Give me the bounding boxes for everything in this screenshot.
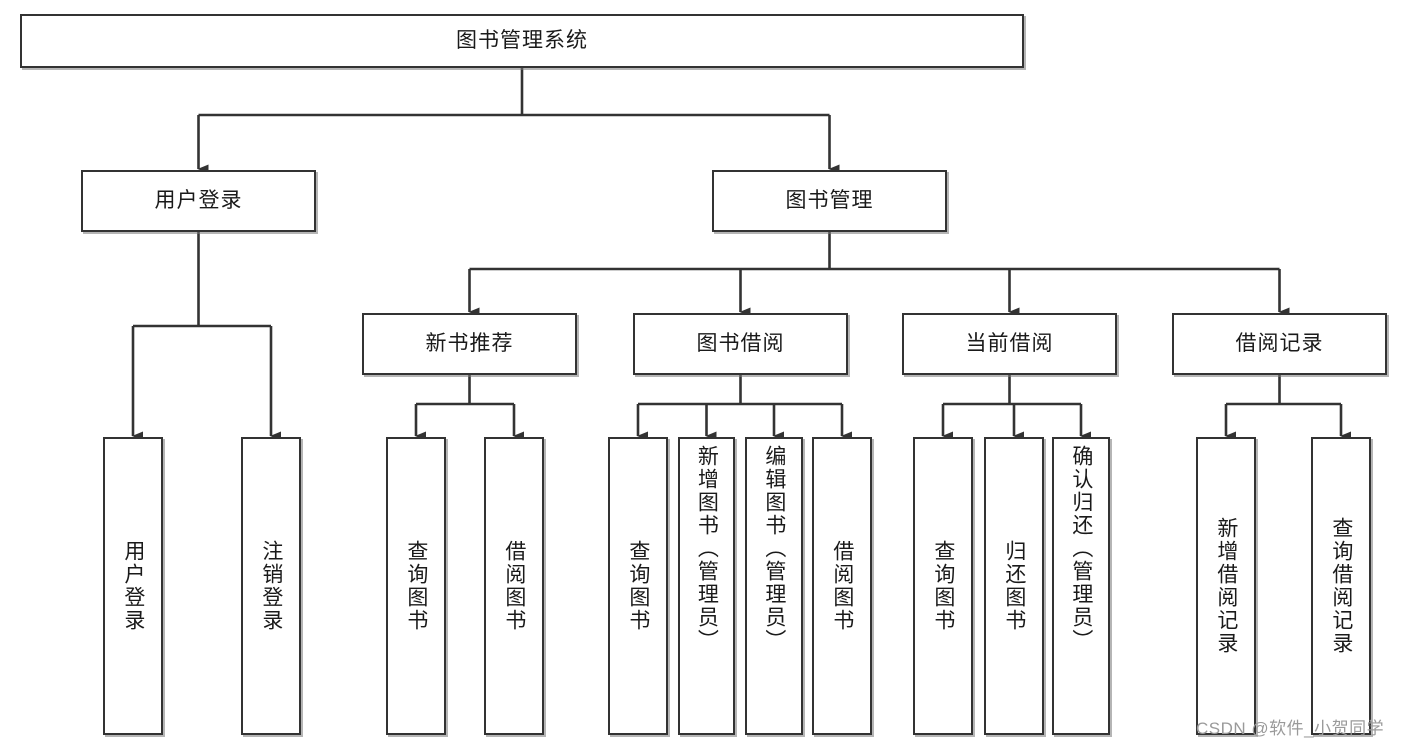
node-label: 新书推荐	[425, 332, 514, 356]
node-leaf-rec-borrow-book[interactable]: 借阅图书	[484, 437, 544, 735]
node-leaf-bb-edit-book[interactable]: 编辑图书（管理员）	[745, 437, 803, 735]
node-new-book-recommendation[interactable]: 新书推荐	[362, 313, 577, 375]
node-leaf-logout[interactable]: 注销登录	[241, 437, 301, 735]
node-label: 新增图书（管理员）	[695, 445, 719, 652]
node-leaf-bb-borrow-book[interactable]: 借阅图书	[812, 437, 872, 735]
node-label: 确认归还（管理员）	[1069, 445, 1093, 652]
node-root-system[interactable]: 图书管理系统	[20, 14, 1024, 68]
node-leaf-user-login[interactable]: 用户登录	[103, 437, 163, 735]
node-label: 编辑图书（管理员）	[762, 445, 786, 652]
node-borrowing-record[interactable]: 借阅记录	[1172, 313, 1387, 375]
edges-group	[131, 68, 1351, 441]
node-label: 借阅图书	[830, 540, 854, 632]
node-label: 查询图书	[931, 540, 955, 632]
node-label: 用户登录	[154, 189, 243, 213]
node-label: 查询图书	[626, 540, 650, 632]
node-leaf-bb-add-book[interactable]: 新增图书（管理员）	[678, 437, 735, 735]
node-leaf-cb-return-book[interactable]: 归还图书	[984, 437, 1044, 735]
node-label: 注销登录	[259, 540, 283, 632]
csdn-watermark: CSDN @软件_小贺同学	[1196, 719, 1385, 738]
node-label: 当前借阅	[965, 332, 1054, 356]
node-label: 新增借阅记录	[1214, 517, 1238, 655]
node-leaf-bb-query-book[interactable]: 查询图书	[608, 437, 668, 735]
node-label: 图书借阅	[696, 332, 785, 356]
node-leaf-br-query-record[interactable]: 查询借阅记录	[1311, 437, 1371, 735]
node-book-management[interactable]: 图书管理	[712, 170, 947, 232]
node-label: 归还图书	[1002, 540, 1026, 632]
node-label: 图书管理系统	[456, 29, 588, 53]
node-label: 用户登录	[121, 540, 145, 632]
node-label: 查询图书	[404, 540, 428, 632]
node-label: 借阅图书	[502, 540, 526, 632]
node-book-borrowing[interactable]: 图书借阅	[633, 313, 848, 375]
node-leaf-br-add-record[interactable]: 新增借阅记录	[1196, 437, 1256, 735]
node-label: 图书管理	[785, 189, 874, 213]
node-leaf-rec-query-book[interactable]: 查询图书	[386, 437, 446, 735]
node-current-borrowing[interactable]: 当前借阅	[902, 313, 1117, 375]
node-user-login[interactable]: 用户登录	[81, 170, 316, 232]
node-label: 借阅记录	[1235, 332, 1324, 356]
node-label: 查询借阅记录	[1329, 517, 1353, 655]
node-leaf-cb-query-book[interactable]: 查询图书	[913, 437, 973, 735]
node-leaf-cb-confirm-return[interactable]: 确认归还（管理员）	[1052, 437, 1110, 735]
